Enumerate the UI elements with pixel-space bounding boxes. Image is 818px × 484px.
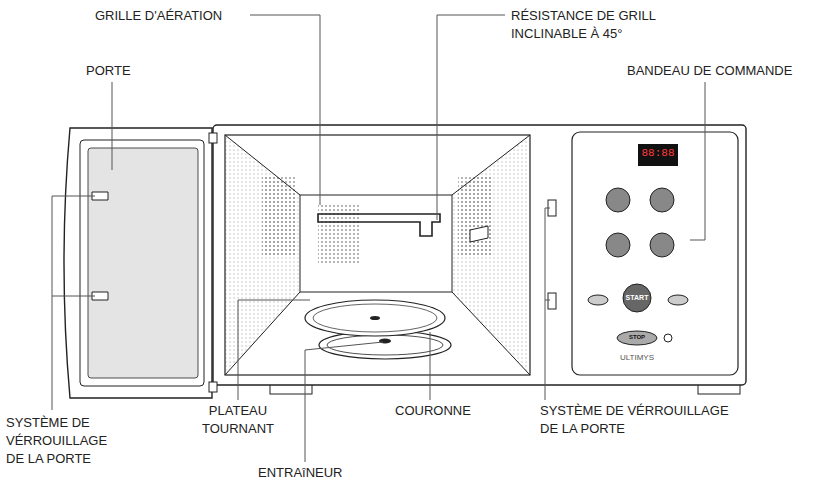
- back-wall: [300, 195, 452, 292]
- grill-element: [318, 214, 440, 236]
- hinge: [209, 382, 217, 392]
- part-label: COURONNE: [395, 402, 485, 420]
- button-text: STOP: [617, 333, 657, 341]
- leader-lines: [52, 15, 705, 462]
- part-label: PLATEAU TOURNANT: [193, 402, 283, 438]
- side-wall: [225, 135, 300, 375]
- knob: [650, 188, 674, 212]
- door-window: [88, 148, 198, 378]
- door-frame: [80, 140, 204, 386]
- knob: [606, 188, 630, 212]
- oven-cavity: [225, 135, 530, 375]
- side-wall: [452, 135, 530, 375]
- latch-slot: [548, 293, 556, 309]
- part-label: ENTRAîNEUR: [258, 464, 368, 482]
- part-label: PORTE: [86, 62, 166, 80]
- part-label: BANDEAU DE COMMANDE: [627, 62, 812, 80]
- button: [588, 295, 608, 305]
- drive-coupler: [379, 339, 391, 344]
- knob: [650, 233, 674, 257]
- part-label: SYSTÈME DE VÉRROUILLAGE DE LA PORTE: [6, 414, 116, 468]
- button-text: START: [617, 293, 657, 303]
- vent-grille: [262, 175, 296, 255]
- lock-icon: [664, 334, 672, 342]
- control-panel: [572, 132, 738, 375]
- stop-button: [617, 331, 657, 345]
- part-label: RÉSISTANCE DE GRILL INCLINABLE À 45°: [511, 7, 686, 43]
- grill-bracket: [470, 226, 488, 242]
- hinge: [209, 133, 217, 143]
- brand-logo: ULTIMYS: [607, 352, 667, 363]
- part-label: GRILLE D'AÉRATION: [95, 7, 265, 25]
- oven-body: [213, 125, 746, 385]
- display-text: 88:88: [638, 146, 678, 161]
- knob: [606, 233, 630, 257]
- button: [668, 295, 688, 305]
- part-label: SYSTÈME DE VÉRROUILLAGE DE LA PORTE: [540, 402, 738, 438]
- door: [64, 128, 212, 398]
- display: [638, 144, 678, 166]
- turntable-center: [370, 316, 380, 320]
- turntable: [305, 300, 445, 336]
